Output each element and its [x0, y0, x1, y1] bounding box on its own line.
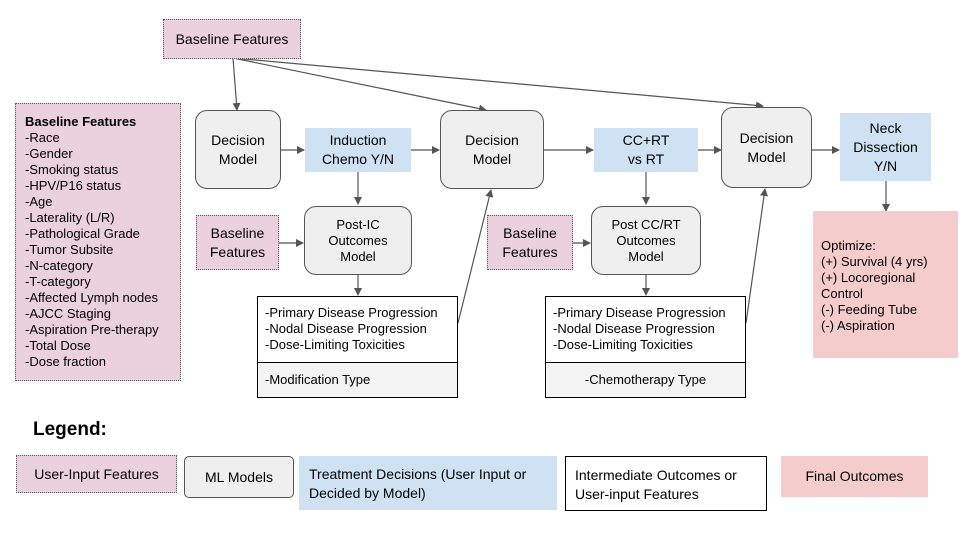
outcome-item: -Nodal Disease Progression [265, 321, 427, 336]
post-ic-label: Outcomes [328, 232, 388, 248]
baseline-item: -T-category [25, 274, 91, 289]
final-outcomes-optimize: Optimize: (+) Survival (4 yrs) (+) Locor… [813, 211, 958, 358]
legend-treatment-label: Treatment Decisions (User Input or [309, 466, 527, 482]
ccrt-decision: CC+RT vs RT [594, 128, 698, 172]
baseline-list-title: Baseline Features [25, 114, 137, 129]
baseline-item: -HPV/P16 status [25, 178, 122, 193]
baseline-features-small-1: Baseline Features [196, 215, 279, 270]
decision-model-label: Model [747, 148, 786, 165]
decision-model-label: Decision [465, 131, 519, 148]
decision-model-label: Decision [739, 129, 794, 146]
arrow-baseline-to-dm3 [232, 57, 764, 110]
baseline-features-list: Baseline Features -Race -Gender -Smoking… [15, 103, 181, 381]
baseline-small-label: Baseline [210, 224, 265, 241]
decision-model-1: Decision Model [195, 110, 281, 189]
intermediate-outcomes-2: -Primary Disease Progression -Nodal Dise… [545, 296, 746, 398]
legend-ml-models: ML Models [184, 456, 294, 498]
outcomes-list: -Primary Disease Progression -Nodal Dise… [546, 297, 745, 363]
baseline-item: -Laterality (L/R) [25, 210, 115, 225]
legend-intermediate-label: User-input Features [575, 486, 699, 502]
outcome-item: -Primary Disease Progression [265, 305, 438, 320]
baseline-item: -Affected Lymph nodes [25, 290, 158, 305]
outcome-item: -Dose-Limiting Toxicities [553, 337, 693, 352]
modification-type-label: -Modification Type [265, 372, 371, 387]
post-ccrt-outcomes-model: Post CC/RT Outcomes Model [591, 206, 701, 275]
legend-treatment-decisions: Treatment Decisions (User Input or Decid… [299, 456, 557, 510]
post-ccrt-label: Outcomes [616, 232, 676, 248]
baseline-item: -Tumor Subsite [25, 242, 114, 257]
baseline-item: -Total Dose [25, 338, 91, 353]
baseline-small-label: Features [502, 243, 558, 260]
induction-chemo-decision: Induction Chemo Y/N [305, 128, 411, 172]
arrow-baseline-to-dm2 [232, 57, 487, 113]
top-baseline-features: Baseline Features [163, 19, 301, 59]
outcomes-list: -Primary Disease Progression -Nodal Dise… [258, 297, 457, 363]
decision-model-label: Model [472, 150, 512, 167]
baseline-item: -Pathological Grade [25, 226, 140, 241]
legend-title: Legend: [33, 419, 107, 440]
decision-model-label: Decision [211, 131, 265, 148]
neck-label: Neck [869, 119, 902, 136]
baseline-item: -N-category [25, 258, 93, 273]
baseline-item: -Smoking status [25, 162, 119, 177]
baseline-item: -Race [25, 130, 60, 145]
baseline-item: -Age [25, 194, 53, 209]
ccrt-label: CC+RT [622, 132, 670, 148]
legend-intermediate-outcomes: Intermediate Outcomes or User-input Feat… [565, 456, 767, 511]
optimize-item: Control [821, 286, 863, 301]
outcome-item: -Primary Disease Progression [553, 305, 726, 320]
baseline-item: -Aspiration Pre-therapy [25, 322, 159, 337]
decision-model-label: Model [218, 150, 258, 167]
ccrt-label: vs RT [627, 151, 665, 167]
intermediate-outcomes-1: -Primary Disease Progression -Nodal Dise… [257, 296, 458, 398]
arrow-baseline-to-dm1 [232, 57, 241, 111]
induction-label: Chemo Y/N [321, 151, 395, 167]
legend-treatment-label: Decided by Model) [309, 485, 426, 501]
post-ccrt-label: Post CC/RT [611, 216, 681, 232]
baseline-small-label: Baseline [503, 224, 557, 241]
decision-model-2: Decision Model [440, 110, 544, 189]
chemotherapy-type-cell: -Chemotherapy Type [546, 363, 745, 397]
chemotherapy-type-label: -Chemotherapy Type [584, 372, 707, 387]
baseline-item: -AJCC Staging [25, 306, 111, 321]
post-ic-label: Post-IC [336, 216, 380, 232]
optimize-item: (+) Survival (4 yrs) [821, 254, 928, 269]
optimize-item: (-) Feeding Tube [821, 302, 918, 317]
optimize-title: Optimize: [821, 238, 876, 253]
outcome-item: -Dose-Limiting Toxicities [265, 337, 405, 352]
baseline-item: -Gender [25, 146, 73, 161]
baseline-features-small-2: Baseline Features [487, 215, 573, 270]
baseline-item: -Dose fraction [25, 354, 106, 369]
neck-dissection-decision: Neck Dissection Y/N [840, 113, 931, 181]
outcome-item: -Nodal Disease Progression [553, 321, 715, 336]
arrow-outcomes2-to-dm3 [745, 188, 768, 324]
baseline-small-label: Features [209, 243, 266, 260]
modification-type-cell: -Modification Type [258, 363, 457, 397]
neck-label: Dissection [853, 138, 918, 155]
post-ccrt-label: Model [628, 248, 664, 264]
post-ic-label: Model [340, 248, 376, 264]
optimize-item: (+) Locoregional [821, 270, 916, 285]
legend-intermediate-label: Intermediate Outcomes or [575, 467, 737, 483]
post-ic-outcomes-model: Post-IC Outcomes Model [304, 206, 412, 275]
legend-final-outcomes: Final Outcomes [781, 456, 928, 497]
optimize-item: (-) Aspiration [821, 318, 895, 333]
neck-label: Y/N [873, 157, 898, 174]
decision-model-3: Decision Model [721, 107, 812, 188]
legend-user-input-features: User-Input Features [16, 455, 177, 493]
arrow-outcomes1-to-dm2 [457, 189, 494, 324]
induction-label: Induction [329, 132, 387, 148]
